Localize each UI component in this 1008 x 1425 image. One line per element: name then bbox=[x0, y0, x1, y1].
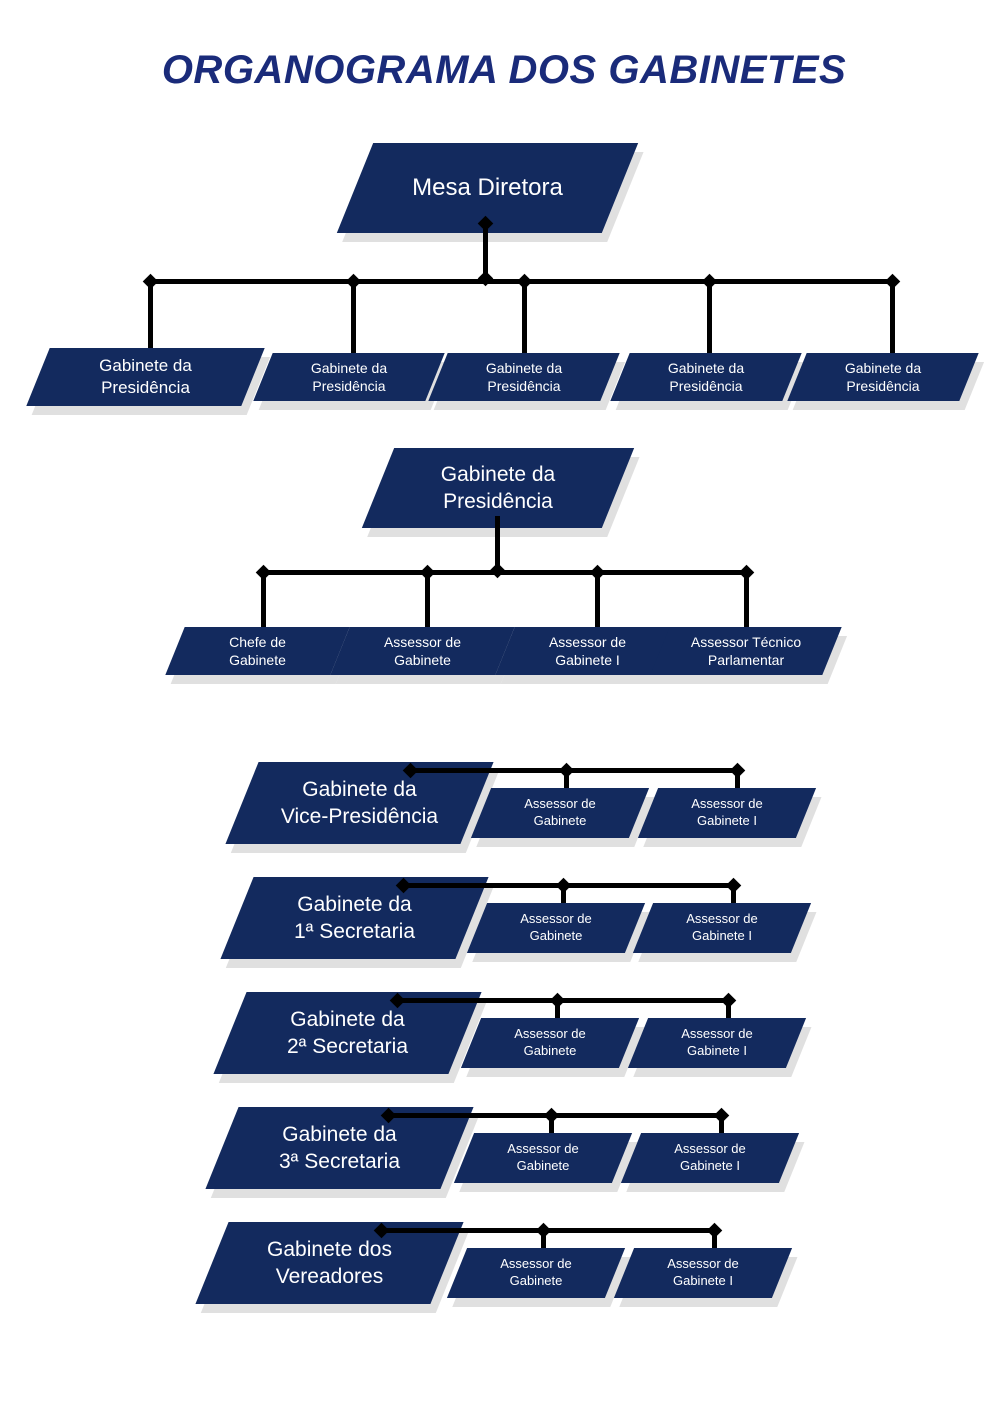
node-assessor-tecnico-parlamentar[interactable]: Assessor Técnico Parlamentar bbox=[650, 627, 848, 684]
node-label: Gabinete da 2ª Secretaria bbox=[287, 1007, 408, 1058]
node-3a-assessor-de-gabinete[interactable]: Assessor de Gabinete bbox=[453, 1133, 638, 1192]
node-2a-assessor-de-gabinete-i[interactable]: Assessor de Gabinete I bbox=[627, 1018, 812, 1077]
connector-vline bbox=[425, 572, 430, 635]
connector-vline bbox=[555, 1000, 560, 1025]
connector-vline bbox=[890, 281, 895, 364]
node-assessor-de-gabinete-i[interactable]: Assessor de Gabinete I bbox=[495, 627, 686, 684]
node-label: Assessor de Gabinete bbox=[514, 1026, 586, 1058]
node-1a-assessor-de-gabinete-i[interactable]: Assessor de Gabinete I bbox=[632, 903, 817, 962]
node-label: Assessor de Gabinete I bbox=[548, 633, 627, 668]
connector-vline bbox=[731, 885, 736, 910]
node-gabinete-presidencia-1[interactable]: Gabinete da Presidência bbox=[26, 348, 271, 415]
node-3a-assessor-de-gabinete-i[interactable]: Assessor de Gabinete I bbox=[620, 1133, 805, 1192]
node-mesa-diretora[interactable]: Mesa Diretora bbox=[336, 143, 644, 242]
node-label: Gabinete da Presidência bbox=[485, 359, 563, 394]
node-label: Assessor de Gabinete I bbox=[681, 1026, 753, 1058]
node-label: Assessor de Gabinete I bbox=[691, 796, 763, 828]
connector-vline bbox=[712, 1230, 717, 1255]
node-label: Assessor de Gabinete I bbox=[686, 911, 758, 943]
node-label: Mesa Diretora bbox=[412, 174, 563, 202]
node-label: Gabinete da Presidência bbox=[667, 359, 745, 394]
connector-hline bbox=[263, 570, 747, 575]
connector-vline bbox=[744, 572, 749, 635]
node-label: Gabinete da Presidência bbox=[844, 359, 922, 394]
page-title: ORGANOGRAMA DOS GABINETES bbox=[161, 48, 847, 92]
node-gabinete-presidencia-3[interactable]: Gabinete da Presidência bbox=[428, 353, 626, 410]
connector-vline bbox=[483, 222, 488, 284]
connector-vline bbox=[719, 1115, 724, 1140]
node-label: Chefe de Gabinete bbox=[229, 633, 286, 668]
node-gabinete-presidencia-2[interactable]: Gabinete da Presidência bbox=[253, 353, 451, 410]
node-3a-secretaria[interactable]: Gabinete da 3ª Secretaria bbox=[205, 1107, 479, 1198]
node-assessor-de-gabinete[interactable]: Assessor de Gabinete bbox=[330, 627, 521, 684]
node-gabinete-presidencia-4[interactable]: Gabinete da Presidência bbox=[610, 353, 808, 410]
node-vice-presidencia[interactable]: Gabinete da Vice-Presidência bbox=[225, 762, 499, 853]
node-chefe-de-gabinete[interactable]: Chefe de Gabinete bbox=[165, 627, 356, 684]
node-label: Gabinete da Vice-Presidência bbox=[280, 777, 439, 828]
node-1a-secretaria[interactable]: Gabinete da 1ª Secretaria bbox=[220, 877, 494, 968]
node-vereadores-assessor-de-gabinete-i[interactable]: Assessor de Gabinete I bbox=[613, 1248, 798, 1307]
node-1a-assessor-de-gabinete[interactable]: Assessor de Gabinete bbox=[466, 903, 651, 962]
node-label: Gabinete da 1ª Secretaria bbox=[294, 892, 415, 943]
connector-vline bbox=[148, 281, 153, 359]
node-2a-assessor-de-gabinete[interactable]: Assessor de Gabinete bbox=[460, 1018, 645, 1077]
node-label: Gabinete da 3ª Secretaria bbox=[279, 1122, 400, 1173]
node-vice-assessor-de-gabinete-i[interactable]: Assessor de Gabinete I bbox=[637, 788, 822, 847]
node-label: Assessor de Gabinete bbox=[383, 633, 462, 668]
connector-vline bbox=[707, 281, 712, 364]
node-presidencia-root[interactable]: Gabinete da Presidência bbox=[361, 448, 640, 537]
node-label: Gabinete da Presidência bbox=[310, 359, 388, 394]
node-label: Gabinete da Presidência bbox=[440, 462, 556, 513]
node-label: Gabinete dos Vereadores bbox=[267, 1237, 392, 1288]
node-vereadores[interactable]: Gabinete dos Vereadores bbox=[195, 1222, 469, 1313]
connector-vline bbox=[495, 516, 500, 574]
connector-vline bbox=[522, 281, 527, 364]
node-label: Assessor de Gabinete bbox=[507, 1141, 579, 1173]
node-label: Assessor de Gabinete bbox=[520, 911, 592, 943]
connector-vline bbox=[726, 1000, 731, 1025]
connector-vline bbox=[561, 885, 566, 910]
connector-vline bbox=[351, 281, 356, 364]
node-2a-secretaria[interactable]: Gabinete da 2ª Secretaria bbox=[213, 992, 487, 1083]
node-label: Assessor de Gabinete bbox=[500, 1256, 572, 1288]
connector-vline bbox=[735, 770, 740, 795]
node-vice-assessor-de-gabinete[interactable]: Assessor de Gabinete bbox=[470, 788, 655, 847]
connector-vline bbox=[549, 1115, 554, 1140]
node-label: Gabinete da Presidência bbox=[99, 355, 192, 397]
node-gabinete-presidencia-5[interactable]: Gabinete da Presidência bbox=[787, 353, 985, 410]
node-vereadores-assessor-de-gabinete[interactable]: Assessor de Gabinete bbox=[446, 1248, 631, 1307]
node-label: Assessor de Gabinete I bbox=[674, 1141, 746, 1173]
connector-vline bbox=[541, 1230, 546, 1255]
connector-vline bbox=[595, 572, 600, 635]
node-label: Assessor Técnico Parlamentar bbox=[690, 633, 802, 668]
connector-vline bbox=[261, 572, 266, 635]
node-label: Assessor de Gabinete bbox=[524, 796, 596, 828]
node-label: Assessor de Gabinete I bbox=[667, 1256, 739, 1288]
connector-vline bbox=[564, 770, 569, 795]
